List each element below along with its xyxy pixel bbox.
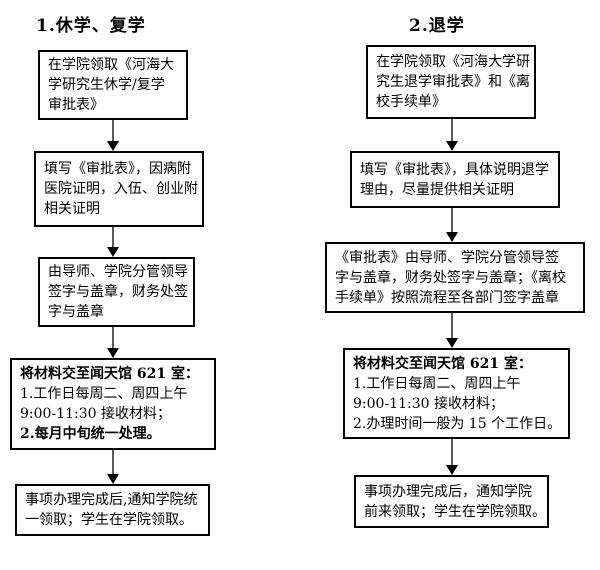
step-line: 2.办理时间一般为 15 个工作日。 xyxy=(353,415,562,432)
section-2-title: 2.退学 xyxy=(409,16,465,36)
arrow-head xyxy=(446,232,458,242)
arrow-head xyxy=(107,474,119,484)
step-line: 填写《审批表》，具体说明退学 xyxy=(360,161,549,178)
arrow-down-icon xyxy=(107,120,119,151)
step-line: 在学院领取《河海大 xyxy=(48,57,174,73)
step-line: 事项办理完成后,通知学院统 xyxy=(25,492,198,508)
step-line: 将材料交至闻天馆 621 室： xyxy=(353,355,532,372)
arrow-down-icon xyxy=(107,327,119,358)
arrow-shaft xyxy=(451,439,453,466)
step-line: 1.工作日每周二、周四上午 xyxy=(20,386,188,402)
withdraw-step-4-box: 将材料交至闻天馆 621 室： 1.工作日每周二、周四上午 9:00-11:30… xyxy=(343,348,570,439)
leave-step-4-box: 将材料交至闻天馆 621 室： 1.工作日每周二、周四上午 9:00-11:30… xyxy=(10,358,216,450)
step-line: 手续单》按照流程至各部门签字盖章 xyxy=(335,289,559,306)
step-line: 前来领取；学生在学院领取。 xyxy=(364,503,546,520)
leave-step-3-box: 由导师、学院分管领导 签字与盖章，财务处签 字与盖章 xyxy=(38,257,195,327)
step-line: 字与盖章，财务处签字与盖章；《离校 xyxy=(335,269,566,286)
arrow-head xyxy=(446,141,458,151)
arrow-head xyxy=(107,141,119,151)
arrow-down-icon xyxy=(446,313,458,348)
step-line: 学研究生休学/复学 xyxy=(48,77,165,93)
arrow-shaft xyxy=(112,227,114,248)
leave-step-1-box: 在学院领取《河海大 学研究生休学/复学 审批表》 xyxy=(38,50,188,120)
arrow-shaft xyxy=(451,119,453,142)
step-line: 理由，尽量提供相关证明 xyxy=(360,181,514,198)
arrow-down-icon xyxy=(107,227,119,257)
arrow-head xyxy=(446,338,458,348)
step-line: 《审批表》由导师、学院分管领导签 xyxy=(335,249,559,266)
step-line: 究生退学审批表》和《离 xyxy=(376,74,530,90)
withdraw-step-5-box: 事项办理完成后，通知学院 前来领取；学生在学院领取。 xyxy=(354,475,549,528)
step-line: 字与盖章 xyxy=(48,304,104,320)
step-line: 签字与盖章，财务处签 xyxy=(48,284,188,300)
step-line: 在学院领取《河海大学研 xyxy=(376,54,530,70)
section-1-title: 1.休学、复学 xyxy=(36,16,146,36)
arrow-shaft xyxy=(112,327,114,349)
leave-step-2-box: 填写《审批表》，因病附 医院证明，入伍、创业附 相关证明 xyxy=(34,151,204,227)
step-line: 将材料交至闻天馆 621 室： xyxy=(20,366,199,382)
step-line: 2.每月中旬统一处理。 xyxy=(20,426,161,442)
withdraw-step-3-box: 《审批表》由导师、学院分管领导签 字与盖章，财务处签字与盖章；《离校 手续单》按… xyxy=(325,242,585,313)
arrow-head xyxy=(446,465,458,475)
step-line: 9:00-11:30 接收材料； xyxy=(353,395,504,412)
arrow-head xyxy=(107,348,119,358)
step-line: 9:00-11:30 接收材料； xyxy=(20,406,171,422)
step-line: 审批表》 xyxy=(48,97,104,113)
arrow-shaft xyxy=(112,450,114,475)
arrow-shaft xyxy=(112,120,114,142)
arrow-down-icon xyxy=(446,119,458,151)
arrow-down-icon xyxy=(446,208,458,242)
leave-step-5-box: 事项办理完成后,通知学院统 一领取；学生在学院领取。 xyxy=(15,484,210,536)
withdraw-step-1-box: 在学院领取《河海大学研 究生退学审批表》和《离 校手续单》 xyxy=(366,45,536,119)
step-line: 校手续单》 xyxy=(376,94,446,110)
step-line: 医院证明，入伍、创业附 xyxy=(44,181,198,197)
step-line: 1.工作日每周二、周四上午 xyxy=(353,375,521,392)
step-line: 填写《审批表》，因病附 xyxy=(44,161,191,177)
arrow-shaft xyxy=(451,208,453,233)
arrow-down-icon xyxy=(107,450,119,484)
step-line: 相关证明 xyxy=(44,201,100,217)
arrow-down-icon xyxy=(446,439,458,475)
withdraw-step-2-box: 填写《审批表》，具体说明退学 理由，尽量提供相关证明 xyxy=(350,151,560,208)
step-line: 事项办理完成后，通知学院 xyxy=(364,483,532,500)
arrow-head xyxy=(107,247,119,257)
step-line: 由导师、学院分管领导 xyxy=(48,264,188,280)
arrow-shaft xyxy=(451,313,453,339)
step-line: 一领取；学生在学院领取。 xyxy=(25,512,193,528)
